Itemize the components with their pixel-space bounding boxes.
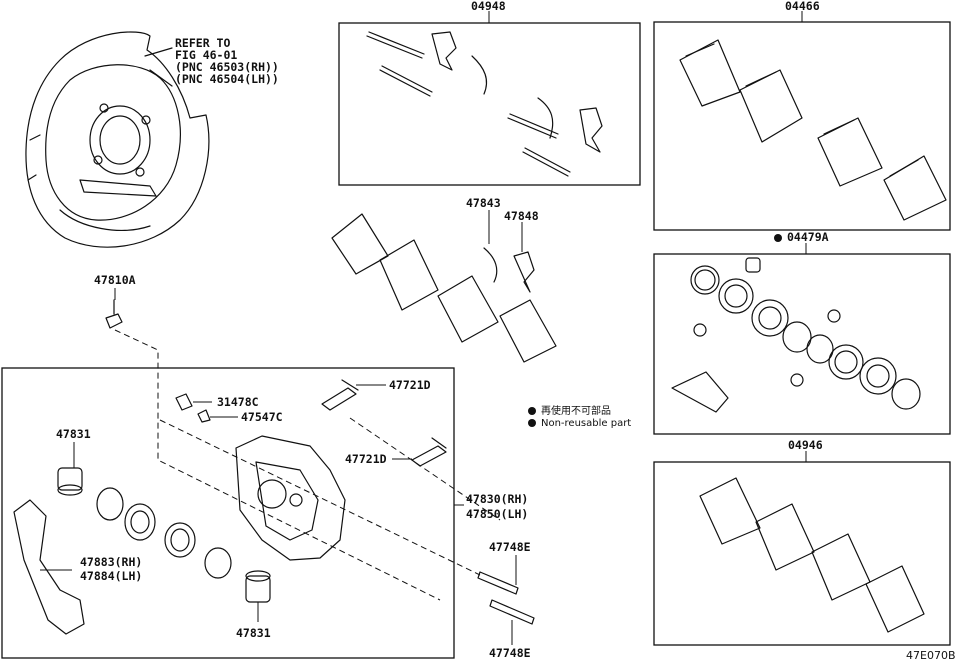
legend-jp-text: 再使用不可部品 bbox=[541, 406, 611, 417]
part-label-47810a[interactable]: 47810A bbox=[94, 273, 136, 287]
bolt-47810a-drawing bbox=[105, 299, 123, 329]
frame-04946 bbox=[653, 461, 951, 646]
kit-04946-drawing bbox=[699, 477, 925, 633]
part-label-47831-top[interactable]: 47831 bbox=[56, 427, 91, 441]
part-label-47843[interactable]: 47843 bbox=[466, 196, 501, 210]
frame-04948 bbox=[338, 22, 641, 186]
frame-04466 bbox=[653, 21, 951, 231]
figure-code: 47E070B bbox=[906, 649, 956, 662]
part-label-47547c[interactable]: 47547C bbox=[241, 410, 283, 424]
part-label-47748e-bot[interactable]: 47748E bbox=[489, 646, 531, 660]
part-label-04948[interactable]: 04948 bbox=[471, 0, 506, 13]
part-label-47721d-mid[interactable]: 47721D bbox=[345, 452, 387, 466]
part-label-31478c[interactable]: 31478C bbox=[217, 395, 259, 409]
part-label-04466[interactable]: 04466 bbox=[785, 0, 820, 13]
part-label-47883[interactable]: 47883(RH) bbox=[80, 555, 143, 569]
backing-plate-drawing bbox=[25, 31, 210, 248]
kit-04479a-drawing bbox=[671, 257, 921, 413]
part-code: 04479A bbox=[787, 230, 829, 244]
part-label-47848[interactable]: 47848 bbox=[504, 209, 539, 223]
kit-04948-drawing bbox=[366, 31, 603, 177]
bullet-dot-icon bbox=[528, 407, 536, 415]
refer-note-line1: REFER TO bbox=[175, 36, 231, 50]
part-label-47721d-top[interactable]: 47721D bbox=[389, 378, 431, 392]
legend-jp: 再使用不可部品 bbox=[528, 402, 611, 417]
part-label-47884[interactable]: 47884(LH) bbox=[80, 569, 143, 583]
refer-note-line4: (PNC 46504(LH)) bbox=[175, 72, 279, 86]
refer-note-line3: (PNC 46503(RH)) bbox=[175, 60, 279, 74]
part-label-47748e-top[interactable]: 47748E bbox=[489, 540, 531, 554]
part-label-04946[interactable]: 04946 bbox=[788, 438, 823, 452]
frame-caliper bbox=[1, 367, 455, 659]
refer-note-line2: FIG 46-01 bbox=[175, 48, 238, 62]
dashed-leaders bbox=[114, 329, 501, 601]
legend-en: Non-reusable part bbox=[528, 418, 631, 429]
bullet-dot-icon bbox=[528, 419, 536, 427]
pad-set-middle-drawing bbox=[331, 213, 557, 363]
legend-en-text: Non-reusable part bbox=[541, 418, 632, 429]
kit-04466-drawing bbox=[679, 39, 947, 221]
bullet-dot-icon bbox=[774, 234, 782, 242]
part-label-47850[interactable]: 47850(LH) bbox=[466, 507, 529, 521]
frame-04479a bbox=[653, 253, 951, 435]
caliper-drawing bbox=[13, 379, 535, 635]
leader-lines bbox=[40, 11, 807, 645]
part-label-04479a[interactable]: 04479A bbox=[774, 231, 829, 244]
part-label-47830[interactable]: 47830(RH) bbox=[466, 492, 529, 506]
part-label-47831-bot[interactable]: 47831 bbox=[236, 626, 271, 640]
